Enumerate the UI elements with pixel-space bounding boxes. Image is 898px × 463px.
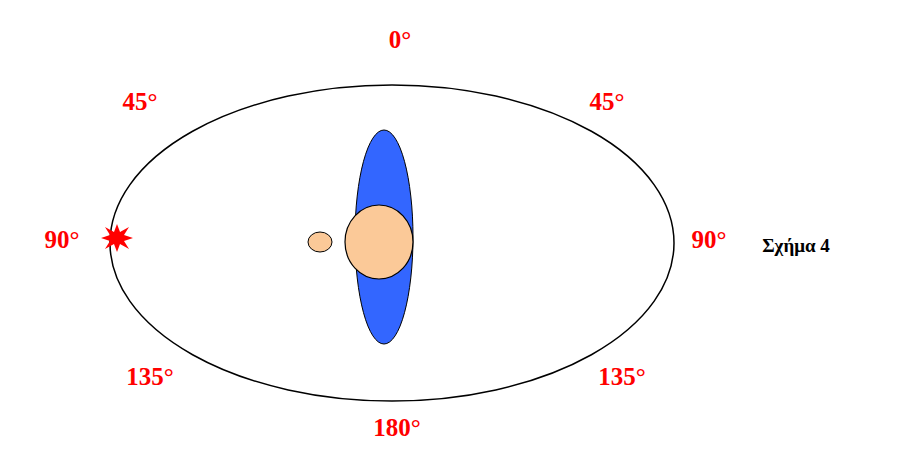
angle-label: 90° [45,226,80,254]
nose [308,232,332,252]
sound-source-star [101,224,133,252]
head [345,205,413,279]
angle-label: 45° [123,88,158,116]
angle-label: 0° [389,26,412,54]
direction-ellipse [110,85,674,401]
angle-label: 90° [692,226,727,254]
angle-label: 135° [126,363,174,391]
angle-label: 135° [598,363,646,391]
angle-label: 180° [373,414,421,442]
angle-label: 45° [590,88,625,116]
figure-caption: Σχήμα 4 [762,235,830,257]
